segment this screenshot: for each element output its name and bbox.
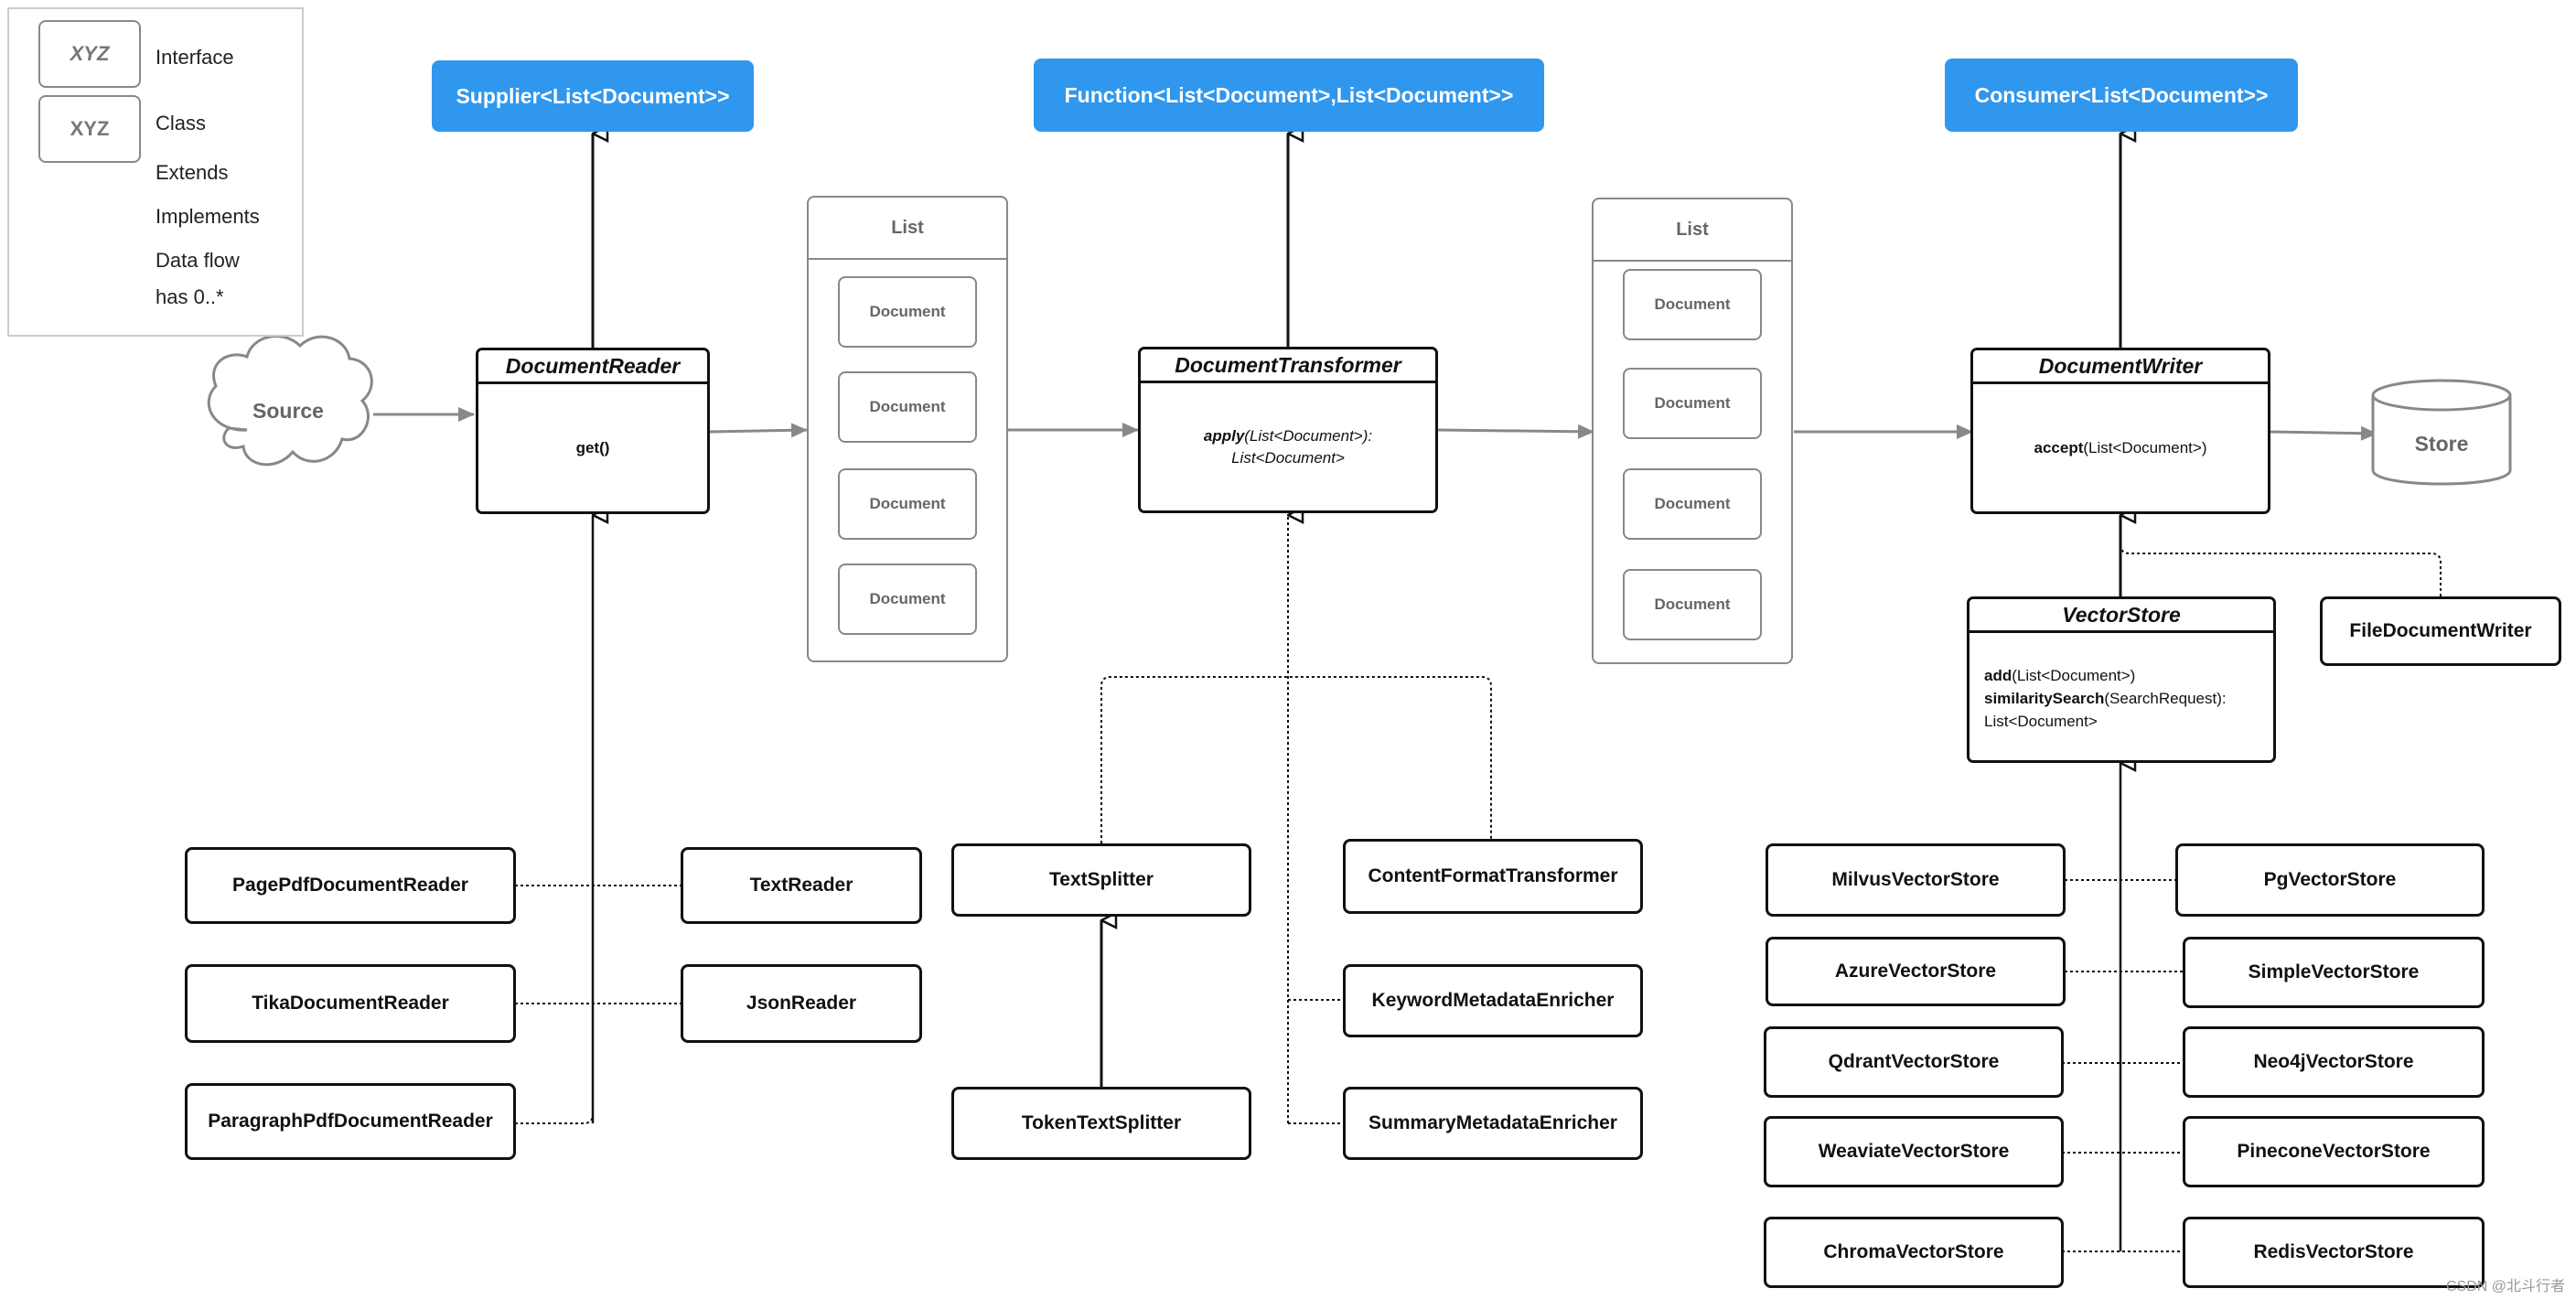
source-label: Source [252, 399, 324, 423]
writer-method-sig: (List<Document>) [2083, 439, 2207, 456]
qdrant-vector-store: QdrantVectorStore [1764, 1026, 2064, 1098]
legend-extends-label: Extends [156, 161, 229, 184]
list1-document-4: Document [838, 564, 977, 635]
vs-line2-sig: (SearchRequest): [2104, 690, 2227, 707]
list-header-2: List [1594, 199, 1791, 262]
impl-splitter-branch [1100, 676, 1492, 843]
flow-reader-list1 [709, 423, 808, 438]
list1-document-1: Document [838, 276, 977, 348]
legend-implements-label: Implements [156, 205, 260, 228]
list1-document-2: Document [838, 371, 977, 443]
list2-document-4: Document [1623, 569, 1762, 640]
document-writer-title: DocumentWriter [1973, 350, 2268, 384]
json-reader: JsonReader [681, 964, 922, 1043]
simple-vector-store: SimpleVectorStore [2183, 937, 2485, 1008]
function-interface: Function<List<Document>,List<Document>> [1034, 59, 1544, 132]
azure-vector-store: AzureVectorStore [1766, 937, 2066, 1006]
document-writer-method: accept(List<Document>) [1973, 384, 2268, 512]
document-reader-title: DocumentReader [478, 350, 707, 384]
transformer-method-sig: (List<Document>): [1244, 427, 1373, 445]
transformer-method-name: apply [1203, 427, 1245, 445]
document-writer-box: DocumentWriter accept(List<Document>) [1970, 348, 2270, 514]
list-header-1: List [809, 198, 1006, 260]
source-cloud-shape [207, 335, 373, 467]
paragraph-pdf-document-reader: ParagraphPdfDocumentReader [185, 1083, 516, 1160]
flow-writer-store [2270, 425, 2377, 441]
summary-metadata-enricher: SummaryMetadataEnricher [1343, 1087, 1643, 1160]
vector-store-box: VectorStore add(List<Document>) similari… [1967, 596, 2276, 763]
list2-document-1: Document [1623, 269, 1762, 340]
vs-line3: List<Document> [1984, 713, 2098, 730]
document-reader-box: DocumentReader get() [476, 348, 710, 514]
vector-store-title: VectorStore [1970, 599, 2273, 633]
milvus-vector-store: MilvusVectorStore [1766, 843, 2066, 917]
content-format-transformer: ContentFormatTransformer [1343, 839, 1643, 914]
document-transformer-title: DocumentTransformer [1141, 349, 1435, 383]
supplier-interface: Supplier<List<Document>> [432, 60, 754, 132]
pg-vector-store: PgVectorStore [2175, 843, 2485, 917]
list2-document-3: Document [1623, 468, 1762, 540]
legend-interface-swatch: XYZ [38, 20, 141, 88]
store-label: Store [2414, 432, 2469, 456]
redis-vector-store: RedisVectorStore [2183, 1217, 2485, 1288]
text-splitter: TextSplitter [951, 843, 1251, 917]
document-transformer-box: DocumentTransformer apply(List<Document>… [1138, 347, 1438, 513]
transformer-method-return: List<Document> [1231, 449, 1345, 467]
consumer-interface: Consumer<List<Document>> [1945, 59, 2298, 132]
text-reader: TextReader [681, 847, 922, 924]
writer-method-name: accept [2034, 439, 2084, 456]
vs-line1-name: add [1984, 667, 2012, 684]
impl-paragraph-link [515, 1113, 594, 1124]
vs-line1-sig: (List<Document>) [2012, 667, 2136, 684]
legend-class-swatch: XYZ [38, 95, 141, 163]
neo4j-vector-store: Neo4jVectorStore [2183, 1026, 2485, 1098]
list1-document-3: Document [838, 468, 977, 540]
keyword-metadata-enricher: KeywordMetadataEnricher [1343, 964, 1643, 1037]
vector-store-methods: add(List<Document>) similaritySearch(Sea… [1970, 633, 2273, 733]
legend-has-label: has 0..* [156, 285, 224, 308]
token-text-splitter: TokenTextSplitter [951, 1087, 1251, 1160]
pinecone-vector-store: PineconeVectorStore [2183, 1116, 2485, 1187]
legend-class-label: Class [156, 112, 207, 134]
flow-transformer-list2 [1437, 424, 1594, 439]
legend-dataflow-label: Data flow [156, 249, 240, 272]
page-pdf-document-reader: PagePdfDocumentReader [185, 847, 516, 924]
document-transformer-method: apply(List<Document>): List<Document> [1141, 383, 1435, 511]
vs-line2-name: similaritySearch [1984, 690, 2105, 707]
document-reader-method: get() [575, 439, 610, 456]
impl-file-writer-link [2120, 543, 2442, 596]
watermark: CSDN @北斗行者 [2445, 1279, 2565, 1294]
tika-document-reader: TikaDocumentReader [185, 964, 516, 1043]
list2-document-2: Document [1623, 368, 1762, 439]
file-document-writer: FileDocumentWriter [2320, 596, 2561, 666]
store-cylinder-shape [2371, 379, 2512, 486]
chroma-vector-store: ChromaVectorStore [1764, 1217, 2064, 1288]
weaviate-vector-store: WeaviateVectorStore [1764, 1116, 2064, 1187]
legend: XYZ Interface XYZ Class Extends Implemen… [7, 7, 304, 337]
legend-interface-label: Interface [156, 46, 234, 69]
